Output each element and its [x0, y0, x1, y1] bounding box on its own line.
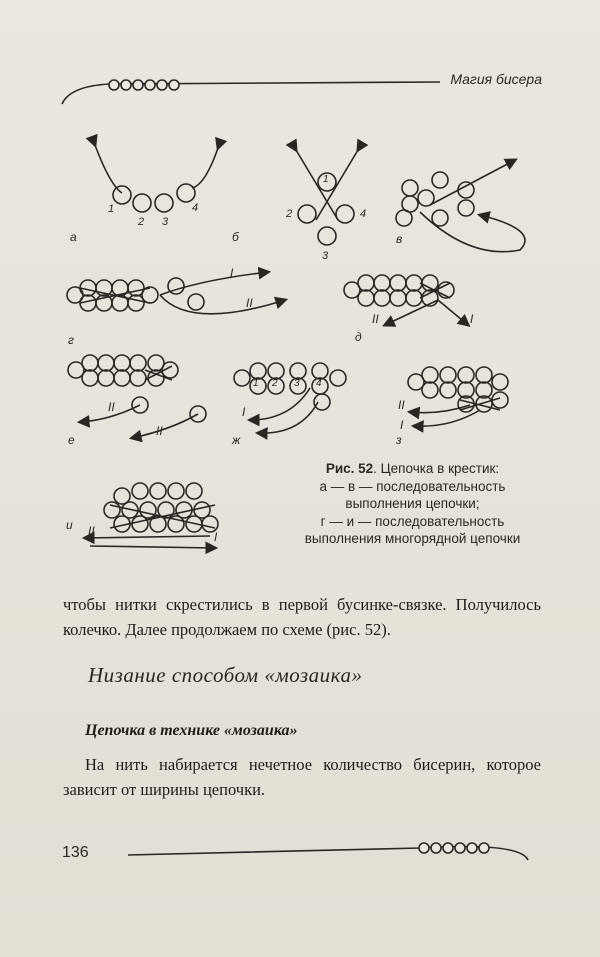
step-number-1: 1	[253, 378, 259, 389]
panel-label-v: в	[396, 232, 403, 246]
bead-number-b-1: 1	[323, 174, 329, 185]
thread-label-z-2: II	[398, 398, 405, 412]
panel-label-a: а	[70, 230, 77, 244]
thread-label-i-2: II	[88, 524, 95, 538]
thread-label-d-2: II	[372, 312, 379, 326]
bead-number-a-1: 1	[108, 203, 115, 215]
panel-label-i: и	[66, 518, 73, 532]
bead-number-a-2: 2	[138, 216, 145, 228]
thread-label-z-1: I	[400, 418, 404, 432]
thread-label-zh-1: I	[242, 405, 246, 419]
caption-line-4: г — и — последовательность	[320, 513, 505, 529]
bead-number-a-3: 3	[162, 216, 169, 228]
bead-number-b-4: 4	[360, 208, 367, 220]
step-number-4: 4	[316, 378, 322, 389]
thread-label-g-1: I	[230, 266, 234, 280]
paragraph-1: чтобы нитки скрестились в первой бусинке…	[63, 595, 541, 639]
panel-label-z: з	[396, 433, 402, 447]
bead-number-b-3: 3	[322, 250, 329, 262]
subheading: Цепочка в технике «мозаика»	[85, 722, 298, 739]
caption-line-2: а — в — последовательность	[319, 478, 506, 494]
figure-caption: Рис. 52. Цепочка в крестик: а — в — посл…	[285, 460, 540, 548]
caption-title: Рис. 52	[325, 461, 374, 476]
diagram-b	[285, 138, 369, 246]
diagram-zh	[233, 362, 347, 440]
caption-text: . Цепочка в крестик:	[373, 461, 500, 476]
diagram-e	[67, 354, 207, 443]
panel-label-d: д	[355, 330, 362, 344]
section-title: Низание способом «мозаика»	[88, 663, 363, 687]
panel-label-zh: ж	[232, 433, 241, 447]
caption-line-5: выполнения многорядной цепочки	[304, 531, 521, 546]
diagram-v	[395, 158, 526, 253]
bead-number-a-4: 4	[192, 202, 199, 214]
header-ornament	[61, 79, 441, 105]
thread-label-g-2: II	[246, 296, 253, 310]
bead-number-b-2: 2	[286, 208, 293, 220]
thread-label-e-2a: II	[108, 400, 115, 414]
thread-label-i-1: I	[214, 530, 218, 544]
footer-ornament	[127, 842, 529, 861]
panel-label-e: е	[68, 433, 75, 447]
thread-label-e-2b: II	[156, 424, 163, 438]
step-number-2: 2	[272, 378, 278, 389]
page-number: 136	[62, 844, 89, 861]
thread-label-d-1: I	[470, 312, 474, 326]
diagram-i	[81, 482, 219, 555]
panel-label-b: б	[232, 230, 239, 244]
diagram-z	[406, 366, 509, 433]
paragraph-2: На нить набирается нечетное количество б…	[63, 755, 541, 799]
diagram-d	[343, 274, 471, 328]
caption-line-3: выполнения цепочки;	[345, 496, 480, 511]
step-number-3: 3	[294, 378, 300, 389]
beading-diagrams	[66, 133, 526, 555]
running-header: Магия бисера	[450, 71, 542, 87]
panel-label-g: г	[68, 333, 74, 347]
diagram-a	[85, 133, 228, 213]
diagram-g	[66, 266, 289, 315]
